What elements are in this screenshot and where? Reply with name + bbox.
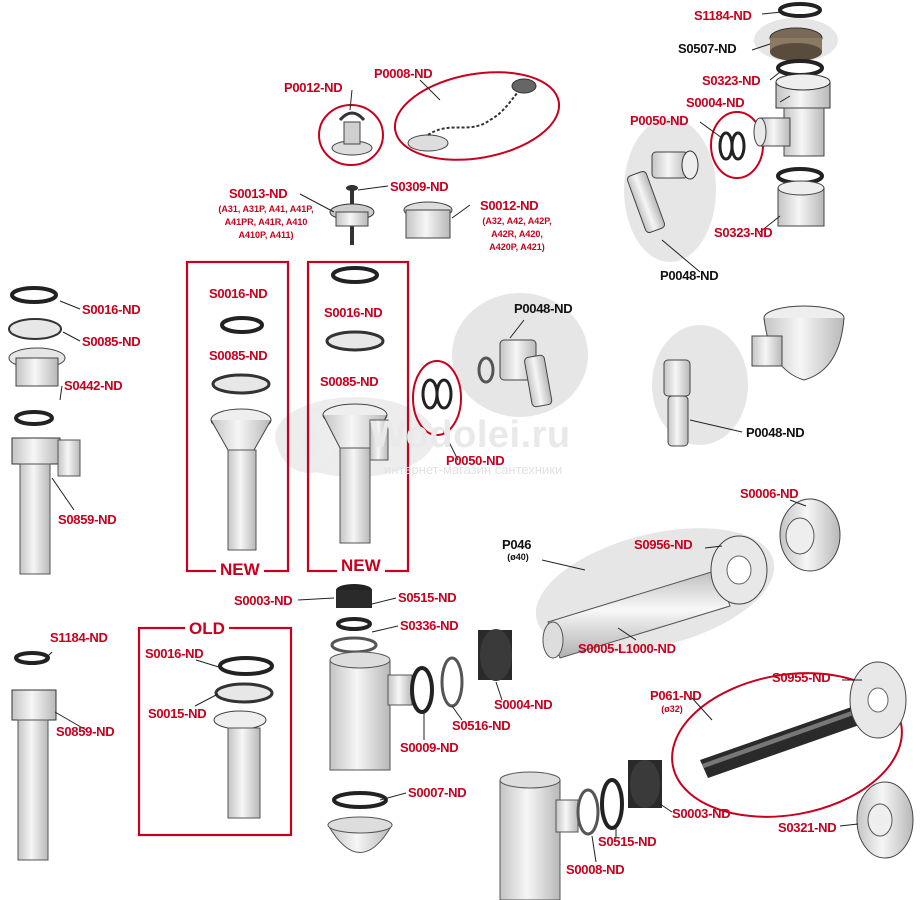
label-s0323-top: S0323-ND	[702, 73, 761, 88]
part-p0048-hose-top	[626, 150, 699, 233]
label-p0048-right: P0048-ND	[746, 425, 805, 440]
label-s0507: S0507-ND	[678, 41, 737, 56]
label-s0012-models-1: (A32, A42, A42P,	[482, 216, 552, 226]
watermark-subtitle: интернет-магазин сантехники	[384, 462, 563, 477]
label-s0016-left: S0016-ND	[82, 302, 141, 317]
label-s0016-new-left: S0016-ND	[209, 286, 268, 301]
label-s0085-left: S0085-ND	[82, 334, 141, 349]
label-s0016-new-right: S0016-ND	[324, 305, 383, 320]
label-s0516: S0516-ND	[452, 718, 511, 733]
label-s0004-mid: S0004-ND	[494, 697, 553, 712]
label-p0008: P0008-ND	[374, 66, 433, 81]
label-s0859-left: S0859-ND	[58, 512, 117, 527]
label-s0012-models-2: A42R, A420,	[491, 229, 543, 239]
part-s0012-grate	[403, 201, 453, 239]
label-p046: P046	[502, 537, 532, 552]
part-old-drain	[213, 656, 274, 819]
group-tag-new-left: NEW	[216, 560, 264, 580]
label-s0007: S0007-ND	[408, 785, 467, 800]
label-s0008: S0008-ND	[566, 862, 625, 877]
part-p0050-clips-top	[718, 131, 746, 161]
part-s0321-cap	[856, 781, 914, 859]
label-s0012-models-3: A420P, A421)	[489, 242, 545, 252]
label-s0013-models-3: A410P, A411)	[238, 230, 294, 240]
label-s0004-top: S0004-ND	[686, 95, 745, 110]
label-s0012: S0012-ND	[480, 198, 539, 213]
label-s0015-old: S0015-ND	[148, 706, 207, 721]
part-s0507-nut	[769, 27, 823, 61]
part-left-lower-stack	[11, 651, 57, 861]
part-new-left-drain	[210, 316, 272, 551]
part-new-right-drain	[322, 266, 389, 544]
part-s0006-cap	[779, 498, 841, 572]
group-tag-new-right: NEW	[337, 556, 385, 576]
label-s0336: S0336-ND	[400, 618, 459, 633]
label-p0048-top: P0048-ND	[660, 268, 719, 283]
label-s1184-left: S1184-ND	[50, 630, 108, 645]
part-s0004-tee	[753, 73, 831, 157]
part-p0048-hose-mid	[477, 339, 553, 408]
label-p0048-mid: P0048-ND	[514, 301, 573, 316]
label-s0859-lower: S0859-ND	[56, 724, 115, 739]
label-s0005: S0005-L1000-ND	[578, 641, 676, 656]
label-s0013-models-1: (A31, A31P, A41, A41P,	[218, 204, 314, 214]
leader-lines	[41, 11, 862, 863]
part-p0050-clips-mid	[421, 378, 453, 410]
part-right-trap	[751, 305, 845, 381]
part-bottle-trap	[327, 584, 413, 853]
label-s0006: S0006-ND	[740, 486, 799, 501]
label-s0016-old: S0016-ND	[145, 646, 204, 661]
label-s0956: S0956-ND	[634, 537, 693, 552]
part-p0048-hose-right	[663, 359, 691, 447]
part-bottom-trap	[499, 760, 662, 900]
part-p0012-plug	[331, 111, 373, 156]
label-s0003-bottom: S0003-ND	[672, 806, 731, 821]
part-s1184-ring-top	[778, 2, 822, 18]
label-s0515-top: S0515-ND	[398, 590, 457, 605]
label-p0012: P0012-ND	[284, 80, 343, 95]
label-s1184-top: S1184-ND	[694, 8, 752, 23]
label-s0515-bottom: S0515-ND	[598, 834, 657, 849]
label-p061: P061-ND	[650, 688, 702, 703]
label-s0085-new-left: S0085-ND	[209, 348, 268, 363]
label-p0050-mid: P0050-ND	[446, 453, 505, 468]
label-s0321: S0321-ND	[778, 820, 837, 835]
part-s0323-ring-top	[776, 59, 824, 77]
label-s0009: S0009-ND	[400, 740, 459, 755]
watermark-title: Wodolei.ru	[370, 414, 571, 456]
label-p0050-top: P0050-ND	[630, 113, 689, 128]
label-p046-size: (ø40)	[507, 552, 529, 562]
label-s0013-models-2: A41PR, A41R, A410	[224, 217, 308, 227]
group-tag-old: OLD	[185, 619, 229, 639]
label-s0309: S0309-ND	[390, 179, 449, 194]
label-s0955: S0955-ND	[772, 670, 831, 685]
part-p061-pipe	[700, 661, 907, 778]
part-left-upper-stack	[8, 286, 81, 575]
part-s0013-grate	[329, 185, 375, 245]
label-p061-size: (ø32)	[661, 704, 683, 714]
label-s0085-new-right: S0085-ND	[320, 374, 379, 389]
label-s0013: S0013-ND	[229, 186, 288, 201]
part-p0008-chain-plug	[407, 78, 537, 152]
label-s0003-top: S0003-ND	[234, 593, 293, 608]
part-s0323-ring-bottom	[776, 167, 825, 227]
label-s0442: S0442-ND	[64, 378, 123, 393]
label-s0323-bottom: S0323-ND	[714, 225, 773, 240]
part-p046-pipe	[542, 535, 768, 659]
